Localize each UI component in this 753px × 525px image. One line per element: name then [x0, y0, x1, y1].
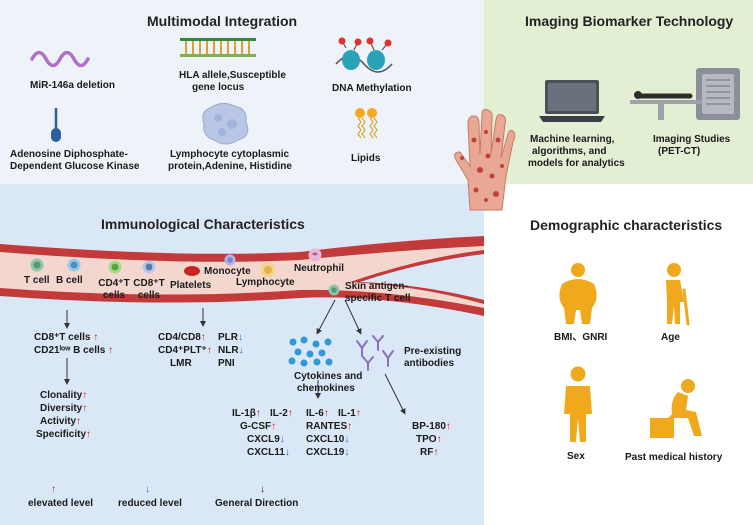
clonality-item: Clonality↑ — [40, 390, 88, 401]
b-cell-label: B cell — [56, 275, 83, 286]
t-cell-label: T cell — [24, 275, 50, 286]
nlr-ratio: NLR↓ — [218, 345, 244, 356]
bmi-person-icon — [559, 263, 597, 324]
legend-direction-label: General Direction — [215, 498, 299, 509]
antibodies-title-line2: antibodies — [404, 358, 455, 369]
mirna-icon — [30, 50, 90, 68]
skin-t-cell-label-line1: Skin antigen- — [345, 281, 408, 292]
il2-item: IL-2↑ — [270, 408, 293, 419]
il6-item: IL-6↑ — [306, 408, 329, 419]
lipid-icon — [355, 108, 378, 139]
past-medical-history-label: Past medical history — [625, 452, 723, 463]
medical-history-icon — [650, 379, 702, 438]
lymph-protein-label-line1: Lymphocyte cytoplasmic — [170, 149, 290, 160]
imaging-studies-label-line2: (PET-CT) — [658, 146, 701, 157]
mir-label: MiR-146a deletion — [30, 80, 116, 91]
platelets-label: Platelets — [170, 280, 212, 291]
pet-ct-scanner-icon — [630, 68, 740, 120]
dna-helix-icon — [180, 38, 256, 57]
activity-item: Activity↑ — [40, 416, 82, 427]
age-person-icon — [666, 263, 690, 326]
demographic-panel — [484, 184, 753, 525]
legend-reduced-label: reduced level — [118, 498, 182, 509]
lymphocyte-label: Lymphocyte — [236, 277, 295, 288]
gcsf-item: G-CSF↑ — [240, 421, 277, 432]
cd4-cd8-ratio: CD4/CD8↑ — [158, 332, 206, 343]
ml-label-line2: algorithms, and — [532, 146, 607, 157]
cxcl10-item: CXCL10↓ — [306, 434, 350, 445]
tpo-item: TPO↑ — [416, 434, 442, 445]
lipids-label: Lipids — [351, 153, 381, 164]
lmr-ratio: LMR — [170, 358, 192, 369]
protein-icon — [202, 102, 249, 145]
cd21-b-cells-marker: CD21ˡᵒʷ B cells ↑ — [34, 345, 114, 356]
laptop-icon — [539, 80, 605, 122]
lymphocyte-icon — [260, 262, 276, 278]
bp180-item: BP-180↑ — [412, 421, 451, 432]
monocyte-icon — [224, 254, 236, 266]
blood-vessel — [0, 236, 484, 316]
multimodal-panel — [0, 0, 484, 184]
antibodies-title-line1: Pre-existing — [404, 346, 462, 357]
cd4-label-line1: CD4⁺T — [98, 278, 130, 289]
cd8-t-cells-marker: CD8⁺T cells ↑ — [34, 332, 99, 343]
cxcl19-item: CXCL19↓ — [306, 447, 350, 458]
sex-label: Sex — [567, 451, 585, 462]
cd4-plt-ratio: CD4⁺PLT⁺↑ — [158, 345, 212, 356]
rf-item: RF↑ — [420, 447, 439, 458]
flow-arrows — [64, 299, 406, 415]
cd8-label-line1: CD8⁺T — [133, 278, 165, 289]
ml-label-line3: models for analytics — [528, 158, 625, 169]
sex-person-icon — [564, 366, 592, 442]
il1-item: IL-1↑ — [338, 408, 361, 419]
specificity-item: Specificity↑ — [36, 429, 92, 440]
ml-label-line1: Machine learning, — [530, 134, 615, 145]
il1b-item: IL-1β↑ — [232, 408, 261, 419]
t-cell-icon — [30, 258, 44, 272]
multimodal-title: Multimodal Integration — [147, 13, 298, 29]
legend-direction-arrow: ↓ — [260, 484, 265, 495]
antibody-icon — [356, 335, 394, 371]
dna-methylation-label: DNA Methylation — [332, 83, 412, 94]
adk-label-line1: Adenosine Diphosphate- — [10, 149, 128, 160]
rantes-item: RANTES↑ — [306, 421, 353, 432]
cd8-label-line2: cells — [137, 290, 161, 301]
diversity-item: Diversity↑ — [40, 403, 88, 414]
immunological-panel — [0, 184, 484, 525]
cd4-cell-icon — [108, 260, 122, 274]
nucleosome-icon — [335, 37, 393, 73]
b-cell-icon — [67, 258, 81, 272]
lymph-protein-label-line2: protein,Adenine, Histidine — [168, 161, 292, 172]
hla-label-line1: HLA allele,Susceptible — [179, 70, 286, 81]
legend-up-arrow: ↑ — [51, 484, 56, 495]
bmi-gnri-label: BMI、GNRI — [554, 332, 608, 343]
enzyme-icon — [51, 108, 61, 142]
neutrophil-icon — [308, 248, 322, 262]
hla-label-line2: gene locus — [192, 82, 245, 93]
adk-label-line2: Dependent Glucose Kinase — [10, 161, 140, 172]
hand-lesion-icon — [454, 109, 516, 211]
imaging-studies-label-line1: Imaging Studies — [653, 134, 731, 145]
immunological-title: Immunological Characteristics — [101, 216, 305, 232]
cxcl9-item: CXCL9↓ — [247, 434, 285, 445]
legend-elevated-label: elevated level — [28, 498, 94, 509]
age-label: Age — [661, 332, 680, 343]
pni-ratio: PNI — [218, 358, 235, 369]
skin-t-cell-icon — [328, 284, 340, 296]
neutrophil-label: Neutrophil — [294, 263, 344, 274]
cytokine-dots-icon — [288, 336, 333, 367]
imaging-title: Imaging Biomarker Technology — [525, 13, 734, 29]
cxcl11-item: CXCL11↓ — [247, 447, 290, 458]
cytokines-title-line1: Cytokines and — [294, 371, 363, 382]
cd8-cell-icon — [142, 260, 156, 274]
skin-t-cell-label-line2: specific T cell — [345, 293, 411, 304]
platelet-icon — [184, 266, 200, 276]
cd4-label-line2: cells — [102, 290, 126, 301]
demographic-title: Demographic characteristics — [530, 217, 723, 233]
cytokines-title-line2: chemokines — [297, 383, 355, 394]
monocyte-label: Monocyte — [204, 266, 251, 277]
plr-ratio: PLR↓ — [218, 332, 243, 343]
legend-down-arrow: ↓ — [145, 484, 150, 495]
